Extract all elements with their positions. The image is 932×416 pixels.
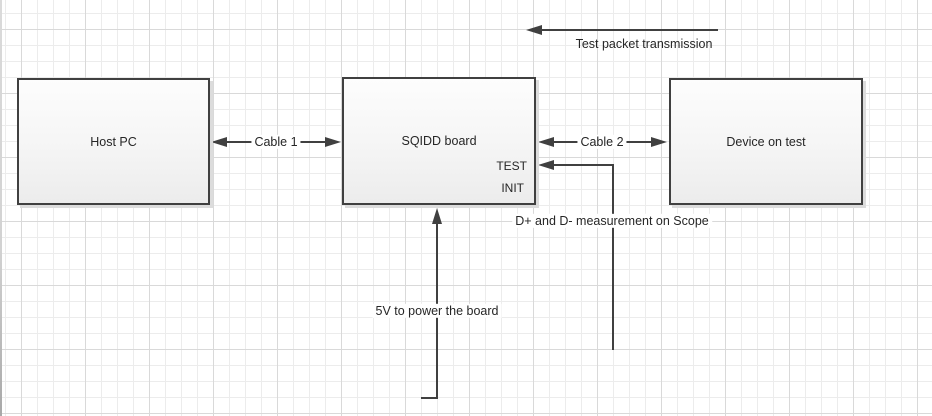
box-sqidd-board[interactable]: SQIDD board TEST INIT — [342, 77, 536, 205]
box-device-on-test-label: Device on test — [726, 134, 806, 149]
connector-test-packet[interactable] — [526, 25, 718, 35]
connector-test-packet-label[interactable]: Test packet transmission — [575, 36, 713, 51]
connector-scope-label[interactable]: D+ and D- measurement on Scope — [512, 213, 712, 229]
box-host-pc-label: Host PC — [90, 134, 137, 149]
connector-power[interactable] — [421, 208, 442, 399]
connector-power-label[interactable]: 5V to power the board — [372, 303, 502, 319]
box-host-pc[interactable]: Host PC — [17, 78, 210, 205]
box-device-on-test[interactable]: Device on test — [669, 78, 863, 205]
pin-label-init[interactable]: INIT — [501, 181, 524, 195]
page-edge — [0, 0, 2, 416]
pin-label-test[interactable]: TEST — [496, 159, 527, 173]
connector-cable2-label[interactable]: Cable 2 — [577, 134, 627, 150]
connector-scope[interactable] — [538, 160, 614, 350]
box-sqidd-board-label: SQIDD board — [401, 134, 477, 148]
connector-cable1-label[interactable]: Cable 1 — [251, 134, 301, 150]
